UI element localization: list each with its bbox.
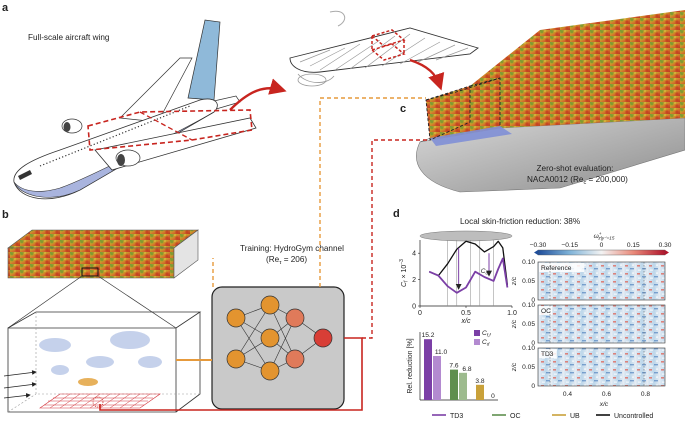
legend-label-td3: TD3 <box>450 413 463 420</box>
cf-ytick-label: 2 <box>412 277 416 284</box>
colorbar-tick-label: 0.15 <box>627 242 640 249</box>
panel-b-letter: b <box>2 209 9 221</box>
zoom-arrow-2 <box>409 58 445 91</box>
zoom-arrow-1 <box>229 78 287 111</box>
bar-value-label: 15.2 <box>422 332 435 339</box>
heatmap-ytick-label: 0.05 <box>522 278 535 285</box>
cf-xtick-label: 1.0 <box>507 310 517 317</box>
bar-td3-cd <box>433 356 441 400</box>
cf-xtick-label: 0.5 <box>461 310 471 317</box>
bar-oc-cd <box>459 372 467 400</box>
heatmap-ylabel: z/c <box>511 319 518 329</box>
heatmap-td3 <box>537 347 666 387</box>
zero-shot-label-line1: Zero-shot evaluation: <box>537 164 614 173</box>
heatmap-xlabel: x/c <box>599 401 609 408</box>
heatmap-ylabel: z/c <box>511 276 518 286</box>
zero-shot-label-line2: NACA0012 (Rec = 200,000) <box>527 175 628 186</box>
heatmap-label-bg <box>539 349 557 358</box>
heatmap-row-label: Reference <box>541 265 572 272</box>
output-connector <box>99 337 363 411</box>
cf-xtick-label: 0 <box>418 310 422 317</box>
bar-legend-swatch <box>474 339 480 345</box>
heatmap-ytick-label: 0 <box>531 297 535 304</box>
aircraft-illustration <box>13 19 257 200</box>
training-label-line1: Training: HydroGym channel <box>240 244 344 253</box>
cf-xlabel: x/c <box>461 318 471 325</box>
airfoil-silhouette <box>419 230 513 242</box>
series-legend: TD3 OC UB Uncontrolled <box>432 413 653 420</box>
cd-annotation: Cd <box>481 268 489 277</box>
heatmap-oc <box>537 304 666 344</box>
cf-ytick-label: 0 <box>412 303 416 310</box>
heatmap-row-label: OC <box>541 308 551 315</box>
colorbar-label: ω+z|y⁺=15 <box>594 231 615 241</box>
bar-legend-label: Cd <box>482 339 490 347</box>
cf-series-td3 <box>428 257 509 294</box>
colorbar-tick-label: −0.15 <box>561 242 578 249</box>
heatmap-xtick-label: 0.4 <box>563 391 572 398</box>
bar-legend-label: Cf,f <box>482 330 491 338</box>
colorbar <box>537 249 666 256</box>
heatmap-ytick-label: 0.10 <box>522 345 535 352</box>
reduction-bar-chart: Rel. reduction [%] 15.2 11.07.6 6.8 3.8 0 Cf,f… <box>407 330 498 401</box>
heatmap-ytick-label: 0.05 <box>522 364 535 371</box>
training-label-line2: (Reτ = 206) <box>266 255 307 266</box>
cf-ytick-label: 4 <box>412 251 416 258</box>
bar-oc-cff <box>450 369 458 400</box>
aircraft-caption: Full-scale aircraft wing <box>28 33 110 42</box>
legend-label-oc: OC <box>510 413 521 420</box>
heatmap-xtick-label: 0.6 <box>602 391 611 398</box>
legend-label-uncontrolled: Uncontrolled <box>614 413 653 420</box>
panel-a-letter: a <box>2 2 9 14</box>
bar-value-label: 11.0 <box>435 349 448 356</box>
panel-d-letter: d <box>393 208 400 220</box>
bar-value-label: 0 <box>491 393 495 400</box>
panel-d-title: Local skin-friction reduction: 38% <box>460 217 580 226</box>
heatmap-label-bg <box>539 263 585 272</box>
heatmap-label-bg <box>539 306 553 315</box>
colorbar-tick-label: 0 <box>600 242 604 249</box>
bar-legend-swatch <box>474 330 480 336</box>
bar-value-label: 6.8 <box>462 366 471 373</box>
bar-ylabel: Rel. reduction [%] <box>407 338 414 393</box>
heatmap-ytick-label: 0 <box>531 383 535 390</box>
red-dashed-to-c <box>362 139 430 339</box>
colorbar-high-arrow <box>665 250 669 255</box>
colorbar-low-arrow <box>534 250 538 255</box>
heatmap-ytick-label: 0.10 <box>522 302 535 309</box>
heatmap-ylabel: z/c <box>511 362 518 372</box>
heatmap-xtick-label: 0.8 <box>641 391 650 398</box>
orange-dashed-to-c <box>319 97 426 287</box>
cf-line-chart: 0 2 4 0 0.5 1.0 x/c Cf × 10−3 Cd <box>399 230 517 325</box>
heatmap-ytick-label: 0 <box>531 340 535 347</box>
wing-sketch <box>289 10 479 87</box>
cf-ylabel: Cf × 10−3 <box>399 259 410 287</box>
bar-value-label: 3.8 <box>475 378 484 385</box>
colorbar-tick-label: 0.30 <box>659 242 672 249</box>
bar-ub-cff <box>476 384 484 400</box>
heatmap-row-label: TD3 <box>541 351 554 358</box>
naca-airfoil-illustration <box>416 10 685 193</box>
legend-label-ub: UB <box>570 413 580 420</box>
heatmap-ytick-label: 0.05 <box>522 321 535 328</box>
colorbar-tick-label: −0.30 <box>530 242 547 249</box>
bar-td3-cff <box>424 339 432 400</box>
bar-value-label: 7.6 <box>449 363 458 370</box>
cf-series-uncontrolled <box>428 240 509 285</box>
panel-c-letter: c <box>400 103 406 115</box>
neural-network <box>211 286 345 410</box>
heatmap-ytick-label: 0.10 <box>522 259 535 266</box>
channel-flow-illustration <box>3 229 202 413</box>
